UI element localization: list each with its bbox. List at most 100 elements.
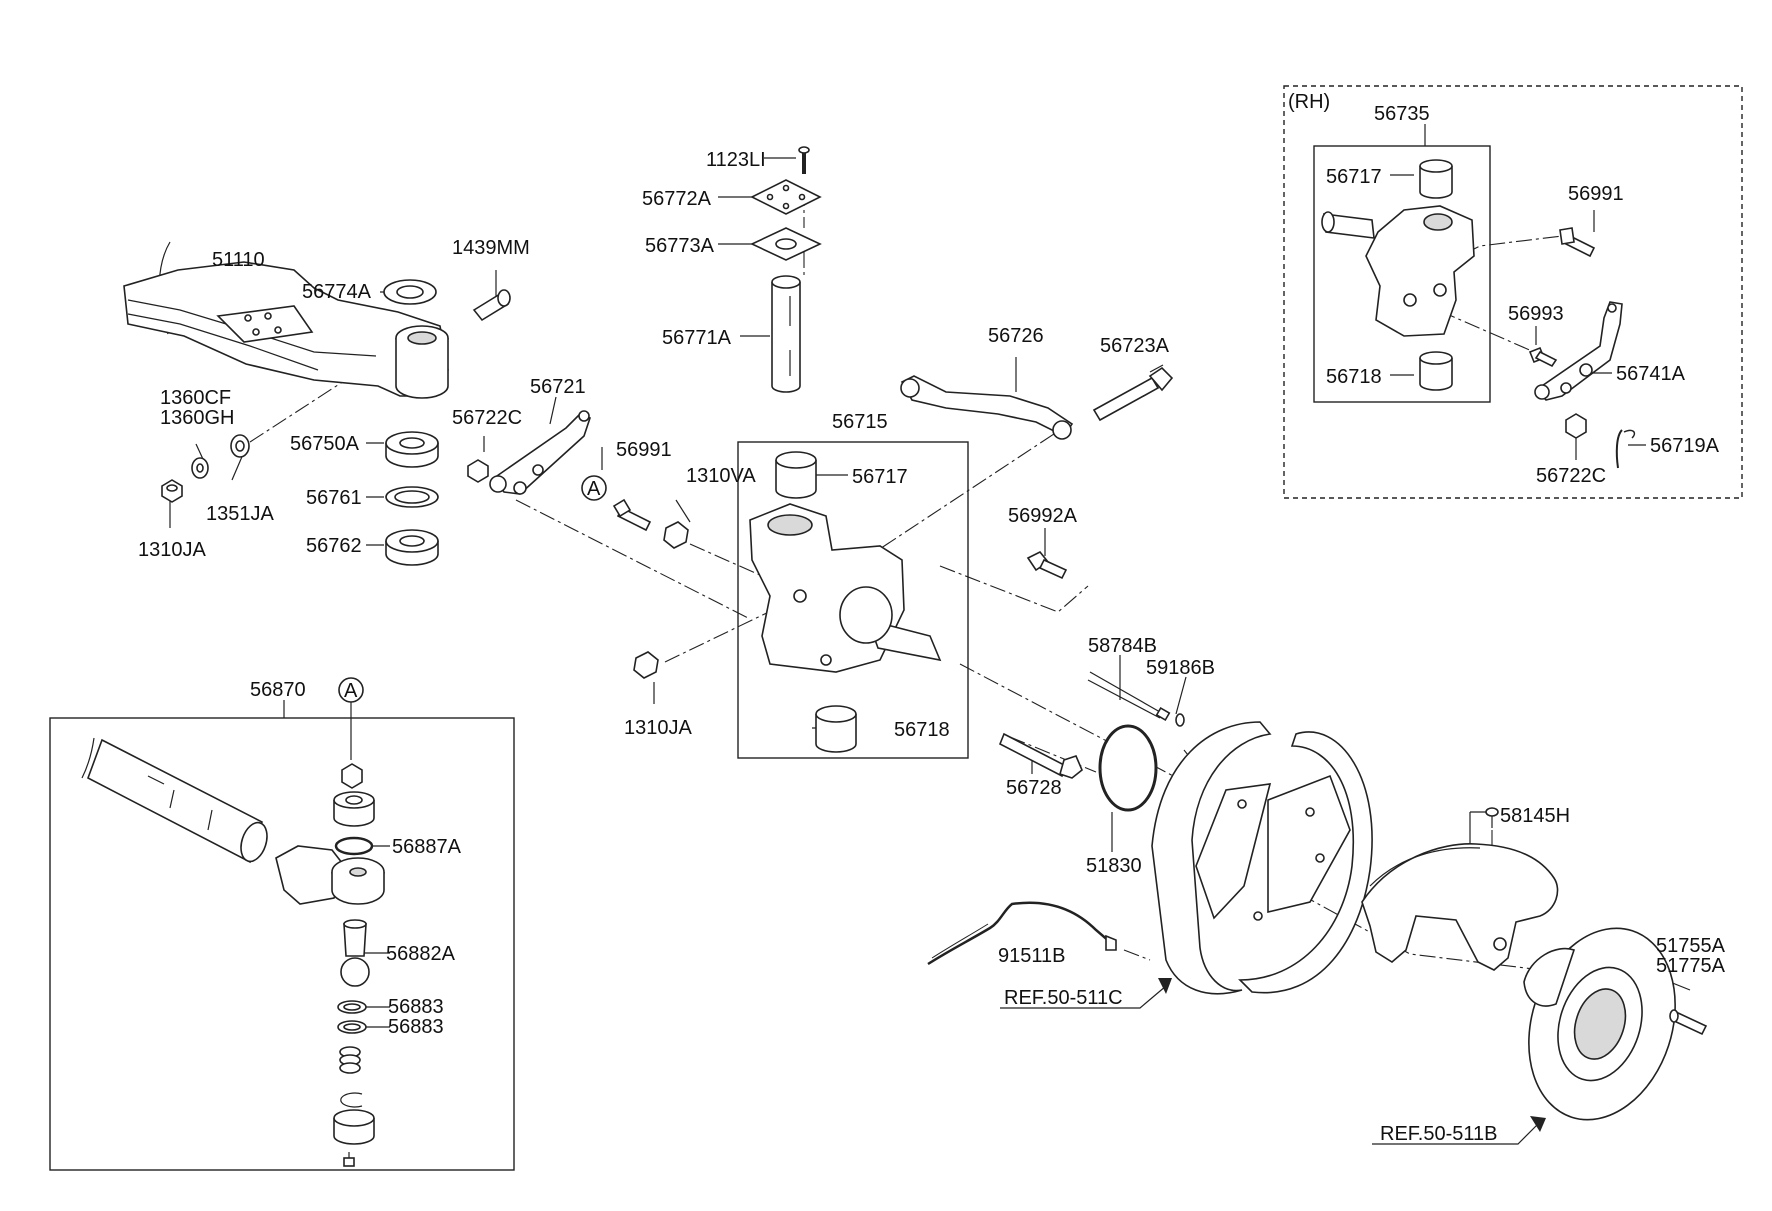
rh-arm-56741a	[1534, 301, 1623, 401]
steering-arm-56721	[489, 410, 591, 495]
label-56715: 56715	[832, 411, 888, 433]
label-56991: 56991	[616, 439, 672, 461]
label-56750a: 56750A	[290, 433, 360, 455]
bushing-56762	[385, 529, 439, 566]
label-ref-a-top: A	[587, 478, 601, 500]
label-56761: 56761	[306, 487, 362, 509]
rh-cotter-pin-56719a	[1615, 429, 1636, 469]
rh-nut-56722c	[1565, 413, 1587, 439]
label-58145h: 58145H	[1500, 805, 1570, 827]
tie-rod-arm-56726	[900, 375, 1074, 440]
label-1310va: 1310VA	[686, 465, 756, 487]
label-56774a: 56774A	[302, 281, 372, 303]
label-56718: 56718	[894, 719, 950, 741]
ref-a-circle-bottom	[338, 677, 364, 703]
washer-59186b	[1175, 713, 1185, 727]
label-ref-50-511b: REF.50-511B	[1380, 1123, 1497, 1145]
washer-1351ja	[230, 434, 250, 458]
label-rh-56741a: 56741A	[1616, 363, 1686, 385]
label-56887a: 56887A	[392, 836, 462, 858]
seat-56883-b	[337, 1020, 367, 1034]
label-56721: 56721	[530, 376, 586, 398]
label-56728: 56728	[1006, 777, 1062, 799]
ring-56761	[385, 486, 439, 508]
ref-arrow-511c	[1000, 978, 1172, 1009]
nut-1310ja-left	[161, 479, 183, 503]
label-1123li: 1123LI	[706, 149, 766, 171]
label-rh-56722c: 56722C	[1536, 465, 1606, 487]
label-56883-b: 56883	[388, 1016, 444, 1038]
washer-1360cf	[191, 457, 209, 479]
label-rh-56993: 56993	[1508, 303, 1564, 325]
label-51110: 51110	[212, 249, 265, 271]
rh-box	[1283, 85, 1743, 499]
ring-56887a	[334, 836, 374, 856]
bolt-1439mm	[472, 289, 511, 322]
nut-56722c	[467, 459, 489, 483]
bolt-56991	[612, 498, 652, 532]
grease-fitting	[343, 1152, 355, 1167]
end-cap	[333, 1109, 375, 1145]
wheel-hub	[1523, 927, 1676, 1121]
label-56992a: 56992A	[1008, 505, 1078, 527]
cap-plate-56772a	[750, 179, 822, 215]
label-rh-56735: 56735	[1374, 103, 1430, 125]
backing-plate	[1151, 721, 1373, 995]
ball-stud-56882a	[340, 919, 370, 987]
label-56870: 56870	[250, 679, 306, 701]
seat-56883-a	[337, 1000, 367, 1014]
label-1439mm: 1439MM	[452, 237, 530, 259]
label-56773a: 56773A	[645, 235, 715, 257]
rh-knuckle	[1321, 205, 1475, 337]
label-56771a: 56771A	[662, 327, 732, 349]
nut-1310ja-mid	[633, 651, 659, 679]
spring	[339, 1046, 361, 1074]
knuckle-assembly-box	[737, 441, 969, 759]
label-59186b: 59186B	[1146, 657, 1215, 679]
tie-rod-end-box	[49, 717, 515, 1171]
label-rh-tag: (RH)	[1288, 91, 1330, 113]
rh-knuckle-box	[1313, 145, 1491, 403]
rh-bolt-56993	[1528, 346, 1558, 368]
bolt-56723a	[1092, 366, 1174, 422]
rod-58784b	[1087, 671, 1171, 722]
part-labels: 51110 1439MM 56774A 1360CF 1360GH 56750A…	[138, 91, 1726, 1145]
gasket-56773a	[750, 227, 822, 261]
label-56722c: 56722C	[452, 407, 522, 429]
rh-bolt-56991	[1559, 227, 1596, 258]
label-56717: 56717	[852, 466, 908, 488]
label-56882a: 56882A	[386, 943, 456, 965]
label-rh-56719a: 56719A	[1650, 435, 1720, 457]
bushing-56717	[775, 451, 817, 499]
nut-1310va	[663, 521, 689, 549]
snap-ring	[340, 1092, 363, 1108]
label-91511b: 91511B	[998, 945, 1065, 967]
ref-a-circle-top	[581, 475, 607, 501]
o-ring-51830	[1098, 724, 1158, 812]
label-56723a: 56723A	[1100, 335, 1170, 357]
bushing-56750a	[385, 431, 439, 468]
label-56726: 56726	[988, 325, 1044, 347]
label-56772a: 56772A	[642, 188, 712, 210]
bolt-56992a	[1026, 550, 1068, 580]
steering-knuckle	[749, 503, 942, 673]
rivet-58145h	[1485, 807, 1499, 828]
label-56883-a: 56883	[388, 996, 444, 1018]
label-51775a: 51775A	[1656, 955, 1726, 977]
label-1360gh: 1360GH	[160, 407, 235, 429]
label-1310ja-top: 1310JA	[138, 539, 206, 561]
rh-bushing-56718	[1419, 351, 1453, 391]
bolt-56728	[998, 732, 1083, 779]
label-51755a: 51755A	[1656, 935, 1726, 957]
bushing-56718	[815, 705, 857, 753]
label-56762: 56762	[306, 535, 362, 557]
washer-56774a	[383, 279, 437, 305]
label-58784b: 58784B	[1088, 635, 1157, 657]
label-1351ja: 1351JA	[206, 503, 274, 525]
brake-shoe	[1361, 843, 1559, 971]
tie-rod-nut	[341, 763, 363, 789]
label-51830: 51830	[1086, 855, 1142, 877]
label-1360cf: 1360CF	[160, 387, 231, 409]
brake-hose-91511b	[927, 901, 1117, 966]
